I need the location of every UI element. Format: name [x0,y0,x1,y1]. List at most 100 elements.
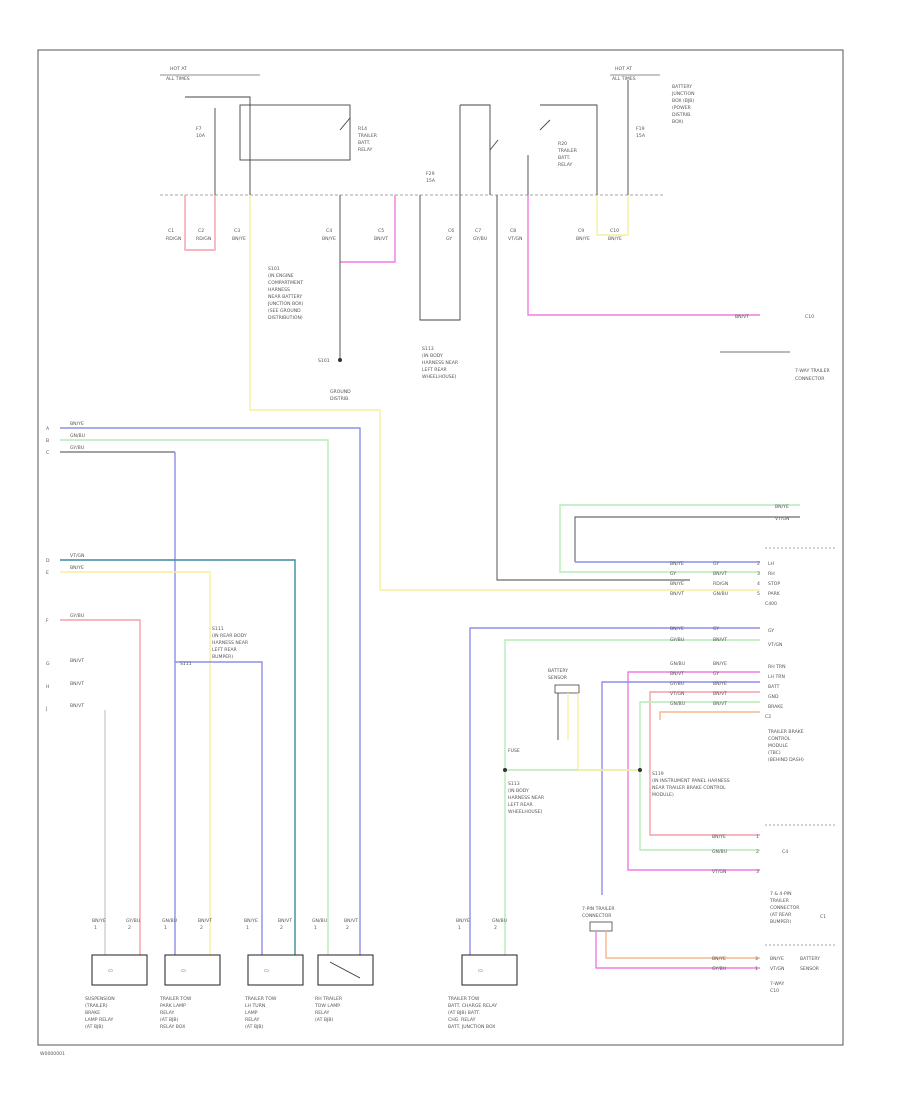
svg-text:C10: C10 [805,314,814,320]
svg-text:JUNCTION: JUNCTION [671,91,695,97]
svg-text:BN/VT: BN/VT [670,671,684,677]
wire-yellow-left [60,571,211,960]
svg-text:DISTRIB.: DISTRIB. [672,112,692,118]
svg-text:SENSOR: SENSOR [548,675,568,681]
svg-text:BATT: BATT [768,684,780,690]
svg-text:TRAILER BRAKE: TRAILER BRAKE [767,729,804,735]
relay-left: R14 TRAILER BATT. RELAY [357,126,378,153]
svg-text:C4: C4 [782,849,788,855]
svg-text:3: 3 [756,869,759,875]
svg-text:C400: C400 [765,601,777,607]
svg-text:C9: C9 [578,228,584,234]
svg-text:GROUND: GROUND [330,389,351,395]
svg-text:1: 1 [94,925,97,931]
svg-text:G: G [46,661,50,667]
left-group-2: D VT/GN E BN/YE [46,553,85,576]
svg-text:1: 1 [755,966,758,972]
svg-text:HARNESS NEAR: HARNESS NEAR [422,360,459,366]
svg-text:D: D [46,558,50,564]
svg-text:BN/YE: BN/YE [713,661,727,667]
svg-text:BN/YE: BN/YE [670,581,684,587]
svg-text:BN/YE: BN/YE [70,421,84,427]
svg-text:BN/VT: BN/VT [735,314,749,320]
svg-text:GN/BU: GN/BU [670,701,685,707]
wire-teal [60,559,296,960]
svg-text:DISTRIB.: DISTRIB. [330,396,350,402]
svg-text:DISTRIBUTION): DISTRIBUTION) [268,315,303,321]
svg-text:R20: R20 [558,141,567,147]
svg-text:NEAR BATTERY: NEAR BATTERY [268,294,302,300]
svg-text:TOW LAMP: TOW LAMP [314,1003,340,1009]
left-single-f: F GY/BU [46,613,84,624]
svg-text:RH: RH [768,571,775,577]
svg-text:BN/YE: BN/YE [713,681,727,687]
svg-text:BN/YE: BN/YE [670,561,684,567]
svg-text:BN/YE: BN/YE [322,236,336,242]
svg-text:SUSPENSION: SUSPENSION [85,996,115,1002]
svg-text:15A: 15A [426,178,436,184]
header-right-line2: ALL TIMES [612,76,636,82]
fuse-mid: F29 15A [426,171,436,184]
svg-text:RD/GN: RD/GN [713,581,728,587]
svg-text:C2: C2 [198,228,204,234]
wire-green-module [639,701,760,851]
s119-note: S119 (IN INSTRUMENT PANEL HARNESS NEAR T… [638,768,730,798]
svg-text:S111: S111 [212,626,224,632]
lower-connector-pins: BN/YE GY GY GY/BU BN/VT VT/GN [670,626,783,648]
svg-text:BN/VT: BN/VT [70,681,84,687]
header-right-line1: HOT AT [615,66,632,72]
svg-text:RELAY: RELAY [558,162,573,168]
wire-red-module [649,691,760,836]
svg-text:F: F [46,618,49,624]
svg-text:VT/GN: VT/GN [70,553,85,559]
svg-text:1: 1 [164,925,167,931]
svg-text:S113: S113 [508,781,520,787]
svg-text:(POWER: (POWER [672,105,692,111]
svg-text:GN/BU: GN/BU [713,591,728,597]
svg-text:FUSE: FUSE [508,748,520,754]
brake-connector-title: 7 & 4-PIN TRAILER CONNECTOR (AT REAR BUM… [769,891,800,925]
svg-text:SENSOR: SENSOR [800,966,820,972]
svg-text:CONNECTOR: CONNECTOR [770,905,800,911]
svg-text:LH TURN: LH TURN [245,1003,265,1009]
header-left-line2: ALL TIMES [166,76,190,82]
svg-text:COMPARTMENT: COMPARTMENT [268,280,303,286]
relay-1: BN/YE 1 GY/BU 2 ▭ SUSPENSION (TRAILER) B… [85,918,148,1030]
svg-text:RH TRAILER: RH TRAILER [315,996,343,1002]
svg-text:C4: C4 [326,228,332,234]
svg-text:(IN INSTRUMENT PANEL HARNESS: (IN INSTRUMENT PANEL HARNESS [652,778,730,784]
svg-text:BN/VT: BN/VT [70,658,84,664]
svg-text:10A: 10A [196,133,206,139]
svg-text:C10: C10 [610,228,619,234]
splice-s111: S111 (IN REAR BODY HARNESS NEAR LEFT REA… [180,626,249,667]
svg-text:RELAY: RELAY [245,1017,260,1023]
relay-3: BN/YE 1 BN/VT 2 ▭ TRAILER TOW LH TURN LA… [244,918,304,1030]
svg-text:BN/VT: BN/VT [713,637,727,643]
left-singles: G BN/VT H BN/VT J BN/VT [45,658,106,960]
wire-red-top [184,195,216,251]
relay-2: GN/BU 1 BN/VT 2 ▭ TRAILER TOW PARK LAMP … [159,918,221,1030]
battery-sensor-bottom: BN/YE VT/GN BATTERY SENSOR C1 [770,914,826,972]
svg-text:C: C [46,450,49,456]
trailer-7pin: 7-PIN TRAILER CONNECTOR BN/YE 3 GY/BU 1 … [582,906,835,994]
svg-text:(AT BJB): (AT BJB) [160,1017,179,1023]
svg-text:BUMPER): BUMPER) [212,654,233,660]
svg-text:E: E [46,570,49,576]
svg-text:2: 2 [494,925,497,931]
svg-text:GY/BU: GY/BU [70,613,84,619]
svg-text:CONNECTOR: CONNECTOR [795,376,825,382]
svg-text:2: 2 [200,925,203,931]
svg-text:S111: S111 [180,661,192,667]
svg-text:2: 2 [756,849,759,855]
svg-text:PARK: PARK [768,591,781,597]
svg-text:C1: C1 [168,228,174,234]
svg-text:BATT.: BATT. [558,155,570,161]
svg-text:5: 5 [757,591,760,597]
svg-text:GN/BU: GN/BU [312,918,327,924]
svg-text:(BEHIND DASH): (BEHIND DASH) [768,757,804,763]
fuse-right: F19 15A [636,126,646,139]
wire-blue-splice [175,661,263,960]
svg-text:(SEE GROUND: (SEE GROUND [268,308,301,314]
svg-text:PARK LAMP: PARK LAMP [160,1003,186,1009]
svg-text:BN/VT: BN/VT [670,591,684,597]
